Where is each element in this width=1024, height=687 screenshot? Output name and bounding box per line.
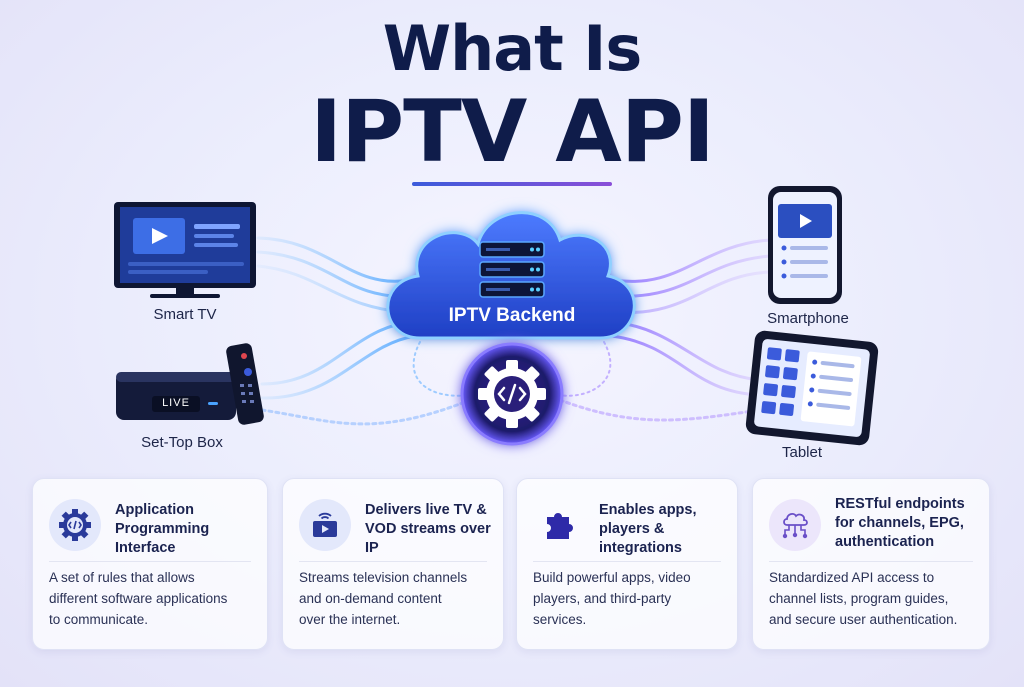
card-integrations: Enables apps,players & integrations Buil…: [516, 478, 738, 650]
card-streaming: Delivers live TV &VOD streams over IP St…: [282, 478, 504, 650]
title-underline: [412, 182, 612, 186]
cloud-network-icon: [769, 499, 821, 551]
card-heading: Enables apps,players & integrations: [599, 502, 697, 556]
tablet-label: Tablet: [781, 444, 823, 461]
smart-tv-icon: [114, 202, 256, 298]
puzzle-piece-icon: [533, 499, 585, 551]
code-gear-icon: [49, 499, 101, 551]
connection-lines: [256, 236, 772, 426]
set-top-box-icon: [116, 343, 264, 425]
backend-label: IPTV Backend: [448, 305, 576, 326]
card-heading: Delivers live TV &VOD streams over IP: [365, 502, 491, 556]
streaming-tv-icon: [299, 499, 351, 551]
smartphone-icon: [768, 186, 842, 304]
title-line-1: What Is: [382, 12, 643, 85]
server-stack-icon: [479, 241, 545, 298]
divider: [299, 561, 487, 562]
divider: [769, 561, 973, 562]
live-badge: LIVE: [162, 397, 190, 409]
divider: [49, 561, 251, 562]
set-top-box-label: Set-Top Box: [141, 434, 223, 451]
tablet-icon: [745, 330, 879, 446]
title-line-2: IPTV API: [310, 82, 715, 182]
smart-tv-label: Smart TV: [153, 306, 217, 323]
smartphone-label: Smartphone: [767, 310, 849, 327]
divider: [533, 561, 721, 562]
